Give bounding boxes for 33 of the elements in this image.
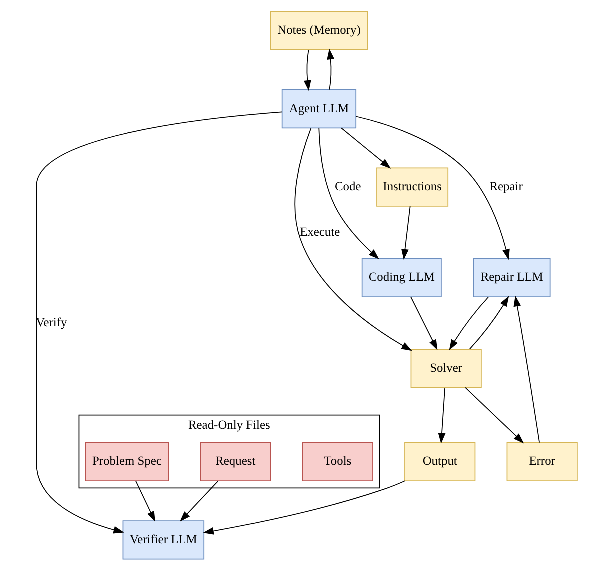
arrow bbox=[448, 296, 488, 350]
arrow bbox=[438, 388, 446, 444]
node-box: Tools bbox=[302, 442, 373, 482]
arrow bbox=[36, 112, 282, 534]
arrow bbox=[464, 387, 524, 444]
arrow bbox=[326, 48, 334, 90]
arrow bbox=[135, 480, 156, 522]
node-box: Problem Spec bbox=[84, 442, 168, 482]
arrow bbox=[318, 128, 379, 260]
edge-label: Repair bbox=[489, 180, 522, 194]
node-box: Output bbox=[404, 442, 476, 482]
node-box: Solver bbox=[410, 349, 482, 388]
edge-label: Code bbox=[334, 180, 361, 194]
node-box: Instructions bbox=[376, 168, 448, 207]
arrow bbox=[294, 128, 412, 352]
arrow bbox=[180, 480, 218, 522]
edge-label: Verify bbox=[36, 316, 67, 330]
arrow bbox=[401, 206, 410, 260]
arrow bbox=[513, 296, 540, 444]
arrow bbox=[202, 480, 405, 535]
arrow bbox=[303, 50, 311, 92]
node-box: Request bbox=[200, 442, 271, 482]
node-box: Notes (Memory) bbox=[270, 11, 368, 50]
arrow bbox=[340, 128, 391, 169]
node-box: Coding LLM bbox=[361, 258, 442, 298]
node-box: Error bbox=[506, 442, 578, 482]
arrow bbox=[355, 116, 510, 260]
edge-label: Execute bbox=[300, 224, 340, 239]
node-box: Repair LLM bbox=[472, 258, 550, 298]
arrow bbox=[410, 296, 438, 351]
arrow bbox=[468, 296, 509, 350]
node-box: Agent LLM bbox=[281, 90, 356, 129]
node-box: Verifier LLM bbox=[122, 520, 204, 560]
